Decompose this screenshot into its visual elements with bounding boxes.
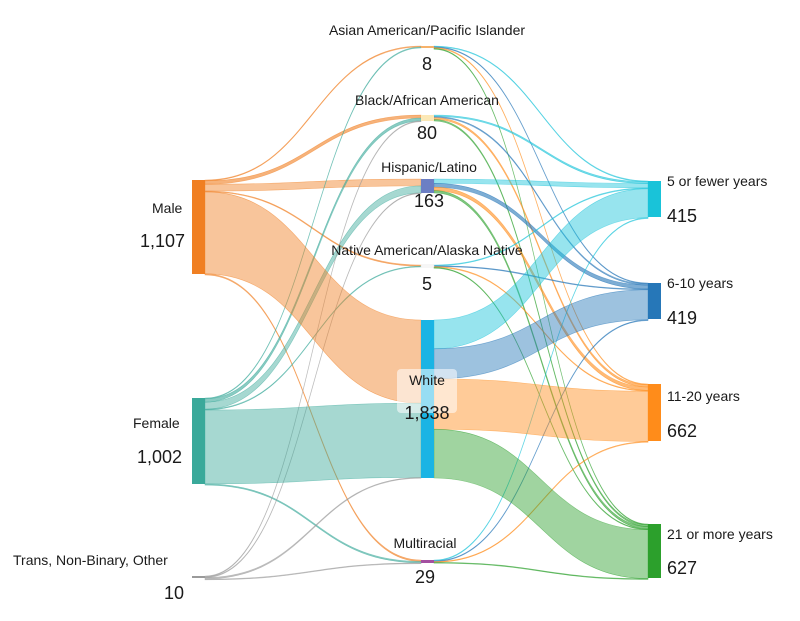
link-white-to-yrs_6_10 bbox=[433, 289, 649, 380]
node-label-yrs_6_10: 6-10 years bbox=[667, 275, 733, 291]
node-value-native: 5 bbox=[422, 274, 432, 294]
node-value-black: 80 bbox=[417, 123, 437, 143]
node-value-female: 1,002 bbox=[137, 447, 182, 467]
link-female-to-white bbox=[204, 402, 422, 485]
node-value-yrs_11_20: 662 bbox=[667, 421, 697, 441]
label-backdrop-white bbox=[397, 369, 457, 413]
node-yrs_21[interactable] bbox=[648, 524, 661, 578]
link-multiracial-to-yrs_5 bbox=[433, 217, 649, 562]
node-male[interactable] bbox=[192, 180, 205, 274]
node-value-yrs_21: 627 bbox=[667, 558, 697, 578]
node-value-hispanic: 163 bbox=[414, 191, 444, 211]
link-trans-to-multiracial bbox=[204, 562, 422, 581]
node-label-yrs_21: 21 or more years bbox=[667, 526, 773, 542]
link-white-to-yrs_11_20 bbox=[433, 378, 649, 442]
link-trans-to-hispanic bbox=[204, 192, 422, 578]
node-label-yrs_11_20: 11-20 years bbox=[667, 388, 740, 404]
node-asian[interactable] bbox=[421, 46, 434, 48]
node-label-trans: Trans, Non-Binary, Other bbox=[13, 552, 168, 568]
node-native[interactable] bbox=[420, 264, 435, 268]
node-trans[interactable] bbox=[192, 576, 205, 578]
node-yrs_6_10[interactable] bbox=[648, 283, 661, 319]
node-label-male: Male bbox=[152, 200, 183, 216]
link-white-to-yrs_5 bbox=[433, 188, 649, 350]
node-yrs_11_20[interactable] bbox=[648, 384, 661, 441]
link-trans-to-black bbox=[204, 120, 422, 578]
node-label-female: Female bbox=[133, 415, 180, 431]
node-label-white: White bbox=[409, 372, 445, 388]
node-value-yrs_5: 415 bbox=[667, 206, 697, 226]
node-value-male: 1,107 bbox=[140, 231, 185, 251]
node-value-white: 1,838 bbox=[404, 403, 449, 423]
node-label-native: Native American/Alaska Native bbox=[331, 242, 523, 258]
node-label-asian: Asian American/Pacific Islander bbox=[329, 22, 525, 38]
link-multiracial-to-yrs_6_10 bbox=[433, 319, 649, 562]
node-multiracial[interactable] bbox=[421, 560, 434, 563]
node-label-yrs_5: 5 or fewer years bbox=[667, 173, 767, 189]
node-female[interactable] bbox=[192, 398, 205, 484]
link-multiracial-to-yrs_11_20 bbox=[433, 441, 649, 563]
node-value-yrs_6_10: 419 bbox=[667, 308, 697, 328]
node-black[interactable] bbox=[421, 115, 434, 121]
node-label-hispanic: Hispanic/Latino bbox=[381, 159, 477, 175]
node-label-black: Black/African American bbox=[355, 92, 499, 108]
link-trans-to-white bbox=[204, 477, 422, 580]
node-value-trans: 10 bbox=[164, 583, 184, 603]
link-multiracial-to-yrs_21 bbox=[433, 562, 649, 580]
node-value-asian: 8 bbox=[422, 54, 432, 74]
node-label-multiracial: Multiracial bbox=[393, 535, 456, 551]
node-hispanic[interactable] bbox=[421, 179, 434, 193]
link-white-to-yrs_21 bbox=[433, 428, 649, 579]
node-value-multiracial: 29 bbox=[415, 567, 435, 587]
sankey-nodes bbox=[192, 46, 661, 578]
node-yrs_5[interactable] bbox=[648, 181, 661, 217]
